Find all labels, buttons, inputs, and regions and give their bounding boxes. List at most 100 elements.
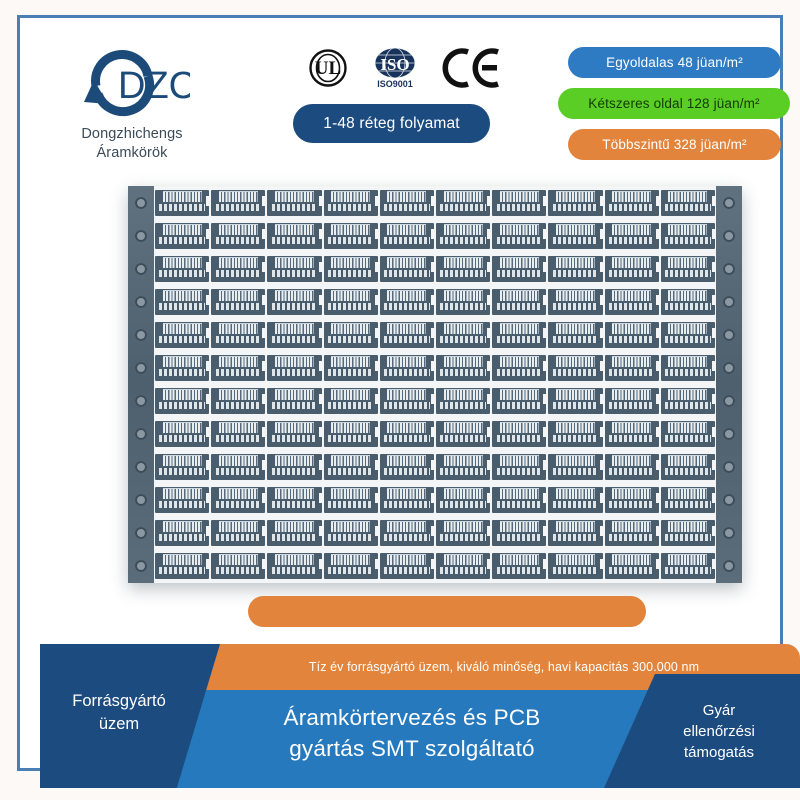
pcb-unit-gap [487, 460, 494, 471]
pcb-unit-gap [318, 526, 325, 537]
pcb-unit-gap [374, 228, 381, 239]
pcb-unit-gap [712, 460, 718, 471]
pcb-unit [267, 553, 325, 580]
pcb-unit-gap [318, 493, 325, 504]
pcb-unit [379, 487, 437, 514]
pcb-unit [436, 255, 494, 282]
pcb-unit [436, 288, 494, 315]
pcb-unit-gap [712, 493, 718, 504]
pcb-unit [492, 520, 550, 547]
pcb-unit-gap [487, 294, 494, 305]
pcb-unit-gap [712, 228, 718, 239]
pcb-unit [492, 321, 550, 348]
pill-layer-process[interactable]: 1-48 réteg folyamat [293, 104, 490, 143]
pill-double-side-price[interactable]: Kétszeres oldal 128 jüan/m² [558, 88, 790, 119]
pcb-unit [660, 388, 718, 415]
pcb-unit-gap [487, 394, 494, 405]
pill-single-side-price[interactable]: Egyoldalas 48 jüan/m² [568, 47, 781, 78]
mounting-hole [723, 328, 735, 341]
pcb-unit-gap [543, 493, 550, 504]
pcb-unit-gap [487, 427, 494, 438]
pcb-unit [155, 553, 213, 580]
pcb-unit-row [154, 484, 718, 517]
banner-headline-line2: gyártás SMT szolgáltató [289, 736, 535, 761]
pcb-unit-gap [262, 559, 269, 570]
pcb-unit-row [154, 219, 718, 252]
pcb-unit-gap [262, 261, 269, 272]
pcb-unit [492, 189, 550, 216]
svg-text:DZC: DZC [118, 65, 190, 107]
mounting-hole [723, 262, 735, 275]
mounting-hole [723, 428, 735, 441]
pcb-unit [379, 288, 437, 315]
pcb-unit-gap [712, 327, 718, 338]
pcb-unit [604, 354, 662, 381]
banner-left-badge: Forrásgyártó üzem [40, 644, 220, 788]
mounting-hole [723, 560, 735, 573]
pcb-unit [660, 354, 718, 381]
pcb-unit [436, 321, 494, 348]
banner-headline-line1: Áramkörtervezés és PCB [283, 705, 541, 730]
pcb-right-rail [716, 186, 742, 583]
pcb-unit-gap [431, 493, 437, 504]
pcb-unit-grid [154, 186, 718, 583]
pcb-unit [660, 454, 718, 481]
pcb-unit [211, 421, 269, 448]
pcb-unit-gap [712, 526, 718, 537]
mounting-hole [723, 361, 735, 374]
pcb-unit-row [154, 285, 718, 318]
right-badge-line1: Gyár [702, 701, 736, 719]
pcb-unit-gap [431, 394, 437, 405]
pcb-unit-gap [318, 261, 325, 272]
pcb-unit-row [154, 418, 718, 451]
mounting-hole [135, 560, 147, 573]
pcb-unit-gap [318, 460, 325, 471]
pcb-unit [660, 520, 718, 547]
pcb-unit [436, 222, 494, 249]
mounting-hole [723, 395, 735, 407]
mounting-hole [135, 229, 147, 242]
pcb-unit-row [154, 384, 718, 417]
pcb-unit [267, 189, 325, 216]
pcb-unit [155, 487, 213, 514]
pcb-unit [267, 321, 325, 348]
pcb-unit-gap [262, 195, 269, 206]
pill-multilayer-price[interactable]: Többszintű 328 jüan/m² [568, 129, 781, 160]
pcb-unit-gap [655, 526, 662, 537]
pcb-unit [604, 288, 662, 315]
pcb-unit [267, 454, 325, 481]
mounting-hole [723, 461, 735, 474]
pcb-unit-gap [487, 195, 494, 206]
pcb-unit-gap [374, 394, 381, 405]
pcb-unit [155, 288, 213, 315]
pcb-unit-gap [487, 228, 494, 239]
pcb-unit-gap [655, 427, 662, 438]
pcb-unit-gap [655, 360, 662, 371]
pcb-unit [379, 354, 437, 381]
pcb-unit [267, 487, 325, 514]
pcb-unit [211, 454, 269, 481]
pcb-unit [604, 487, 662, 514]
pcb-unit [155, 354, 213, 381]
pcb-unit [211, 255, 269, 282]
pcb-unit [436, 454, 494, 481]
pcb-unit-gap [262, 327, 269, 338]
pcb-unit-gap [712, 261, 718, 272]
pcb-unit-gap [655, 195, 662, 206]
bottom-banner: Tíz év forrásgyártó üzem, kiváló minőség… [40, 644, 800, 788]
pcb-unit-gap [712, 427, 718, 438]
pcb-unit-gap [655, 228, 662, 239]
pcb-unit-gap [431, 559, 437, 570]
pcb-unit [436, 553, 494, 580]
pcb-unit-gap [262, 460, 269, 471]
pcb-unit [211, 487, 269, 514]
pcb-unit [379, 553, 437, 580]
pcb-unit [604, 189, 662, 216]
mounting-hole [135, 295, 147, 308]
pcb-unit-gap [599, 460, 606, 471]
pcb-unit-gap [318, 195, 325, 206]
pcb-unit [267, 421, 325, 448]
pcb-unit [323, 553, 381, 580]
pcb-unit [379, 189, 437, 216]
